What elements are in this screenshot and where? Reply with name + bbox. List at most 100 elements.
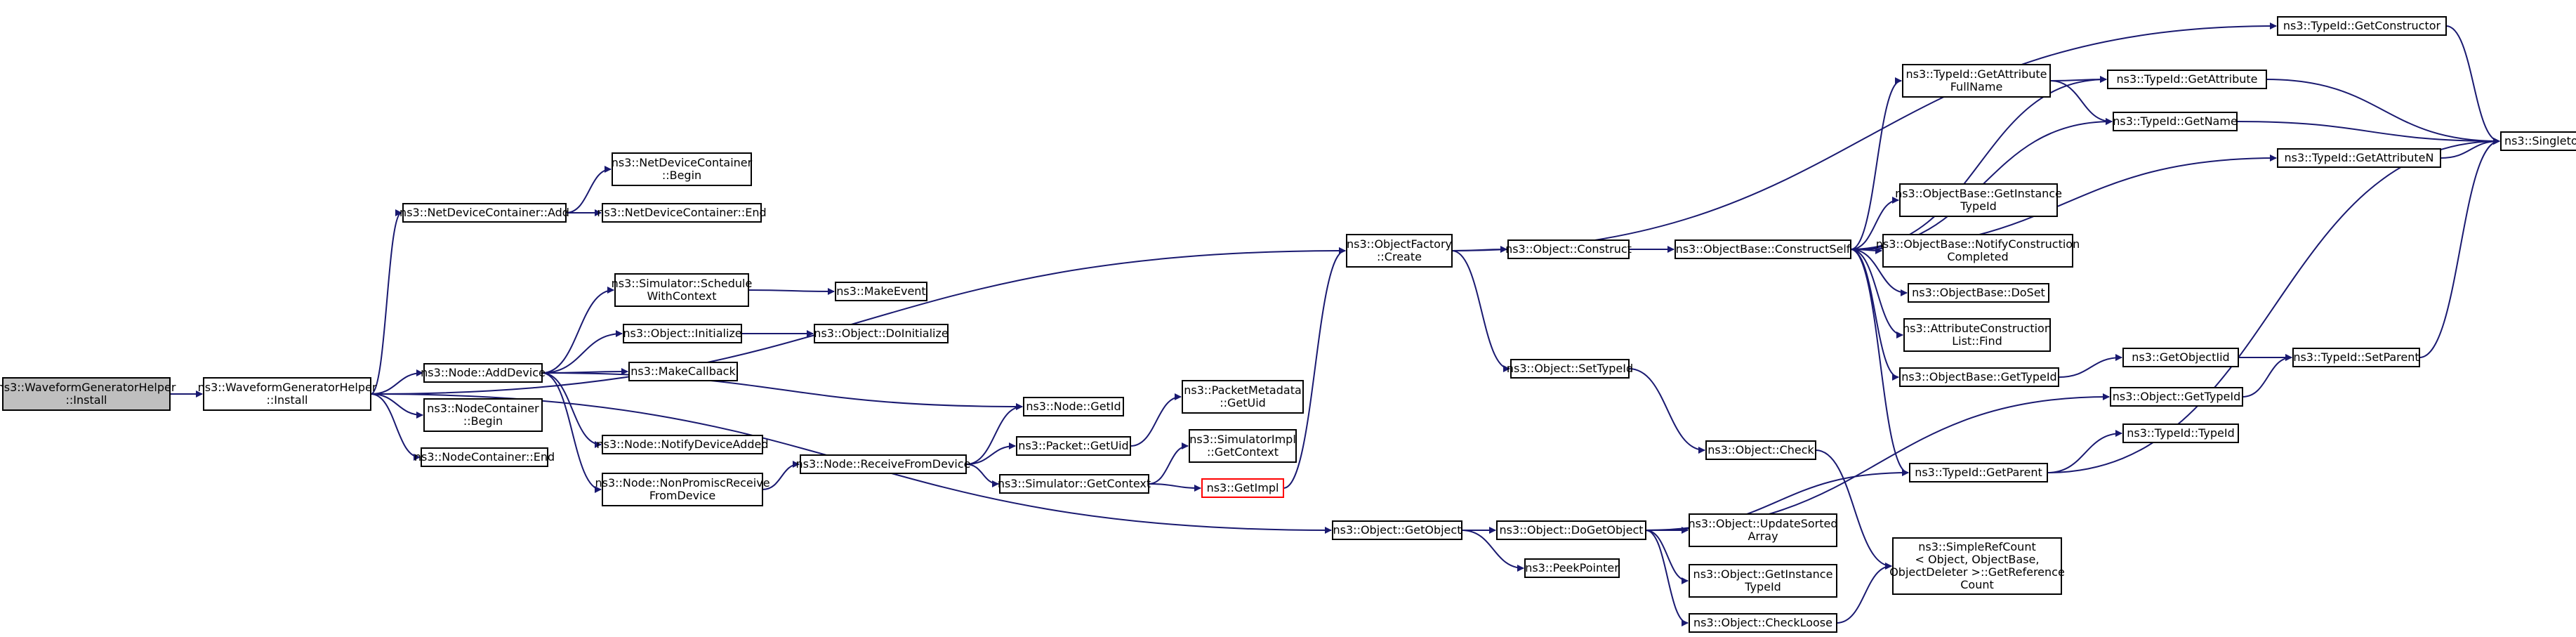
node-box xyxy=(1899,367,2059,387)
node-label: ::Install xyxy=(267,393,308,407)
node-box xyxy=(1882,234,2073,268)
node-typeid-setparent[interactable]: ns3::TypeId::SetParent xyxy=(2292,348,2420,367)
node-obj-getobject[interactable]: ns3::Object::GetObject xyxy=(1332,520,1462,540)
edge-objfactory_create-to-obj_settypeid xyxy=(1451,250,1510,372)
edge-node_recvfromdev-to-node_getid xyxy=(965,403,1023,465)
node-obj-initialize[interactable]: ns3::Object::Initialize xyxy=(623,324,742,343)
node-node-getid[interactable]: ns3::Node::GetId xyxy=(1023,397,1124,416)
node-ndc-begin[interactable]: ns3::NetDeviceContainer::Begin xyxy=(612,152,753,186)
node-objbase-gettypeid[interactable]: ns3::ObjectBase::GetTypeId xyxy=(1899,367,2059,387)
node-label: ::Create xyxy=(1377,250,1422,263)
node-obj-settypeid[interactable]: ns3::Object::SetTypeId xyxy=(1507,359,1633,379)
node-obj-gettypeid[interactable]: ns3::Object::GetTypeId xyxy=(2110,387,2243,407)
node-label: < Object, ObjectBase, xyxy=(1915,553,2040,566)
node-label: FullName xyxy=(1950,80,2003,93)
node-obj-construct[interactable]: ns3::Object::Construct xyxy=(1505,239,1632,259)
node-sim-getcontext[interactable]: ns3::Simulator::GetContext xyxy=(998,474,1151,494)
node-label: ns3::Node::AddDevice xyxy=(421,366,546,379)
node-node-recvfromdev[interactable]: ns3::Node::ReceiveFromDevice xyxy=(796,454,971,474)
node-objfactory-create[interactable]: ns3::ObjectFactory::Create xyxy=(1346,234,1453,268)
node-obj-checkloose[interactable]: ns3::Object::CheckLoose xyxy=(1689,613,1837,633)
node-typeid-getctor[interactable]: ns3::TypeId::GetConstructor xyxy=(2277,16,2447,36)
node-box xyxy=(1346,234,1453,268)
edge-packet_getuid-to-pktmeta_getuid xyxy=(1130,393,1182,447)
node-label: ns3::TypeId::GetAttribute xyxy=(2116,72,2257,86)
node-nc-begin[interactable]: ns3::NodeContainer::Begin xyxy=(423,398,543,432)
node-typeid-typeid[interactable]: ns3::TypeId::TypeId xyxy=(2122,423,2239,443)
node-label: ns3::Simulator::Schedule xyxy=(612,277,753,290)
node-box xyxy=(2277,16,2447,36)
node-nc-end[interactable]: ns3::NodeContainer::End xyxy=(414,447,555,467)
node-simimpl-getctx[interactable]: ns3::SimulatorImpl::GetContext xyxy=(1189,429,1297,463)
node-box xyxy=(1892,537,2062,595)
node-label: TypeId xyxy=(1744,580,1781,593)
edge-obj_checkloose-to-simplerefcount xyxy=(1836,563,1892,624)
node-ndc-add[interactable]: ns3::NetDeviceContainer::Add xyxy=(399,203,569,223)
node-typeid-getparent[interactable]: ns3::TypeId::GetParent xyxy=(1909,463,2048,482)
node-wgh-install-root[interactable]: ns3::WaveformGeneratorHelper::Install xyxy=(0,377,176,411)
node-getobjectiid[interactable]: ns3::GetObjectIid xyxy=(2122,348,2239,367)
node-objbase-doset[interactable]: ns3::ObjectBase::DoSet xyxy=(1908,283,2049,303)
node-wgh-install[interactable]: ns3::WaveformGeneratorHelper::Install xyxy=(198,377,377,411)
node-node-adddevice[interactable]: ns3::Node::AddDevice xyxy=(421,363,546,383)
edge-objbase_constructself-to-objbase_gettypeid xyxy=(1850,249,1899,381)
node-box xyxy=(1899,183,2058,217)
edge-ndc_add-to-ndc_begin xyxy=(565,166,612,214)
node-box xyxy=(2110,387,2243,407)
edge-getimpl-to-objfactory_create xyxy=(1283,247,1346,489)
node-obj-check[interactable]: ns3::Object::Check xyxy=(1705,440,1816,460)
node-box xyxy=(1689,613,1837,633)
node-box xyxy=(2122,348,2239,367)
edge-objbase_gettypeid-to-getobjectiid xyxy=(2058,354,2122,378)
edge-typeid_getattr-to-singleton_get xyxy=(2266,79,2500,145)
node-box xyxy=(1016,436,1131,456)
node-ndc-end[interactable]: ns3::NetDeviceContainer::End xyxy=(597,203,767,223)
node-typeid-getname[interactable]: ns3::TypeId::GetName xyxy=(2113,112,2238,131)
node-makeevent[interactable]: ns3::MakeEvent xyxy=(835,282,927,301)
node-box xyxy=(614,273,749,307)
node-obj-dogetobject[interactable]: ns3::Object::DoGetObject xyxy=(1496,520,1646,540)
node-peekpointer[interactable]: ns3::PeekPointer xyxy=(1524,558,1620,578)
edge-node_nonpromisc-to-node_recvfromdev xyxy=(762,461,800,490)
node-label: ns3::Simulator::GetContext xyxy=(998,477,1151,490)
node-label: List::Find xyxy=(1952,334,2002,348)
node-pktmeta-getuid[interactable]: ns3::PacketMetadata::GetUid xyxy=(1182,380,1304,414)
node-typeid-getattr[interactable]: ns3::TypeId::GetAttribute xyxy=(2107,70,2267,89)
edge-obj_check-to-simplerefcount xyxy=(1815,449,1892,570)
node-box xyxy=(1705,440,1816,460)
node-typeid-getattrn[interactable]: ns3::TypeId::GetAttributeN xyxy=(2277,148,2441,168)
node-label: Completed xyxy=(1947,250,2008,263)
node-label: Array xyxy=(1748,530,1778,543)
node-label: ns3::Object::GetTypeId xyxy=(2113,390,2240,403)
node-label: ns3::WaveformGeneratorHelper xyxy=(198,381,377,394)
node-box xyxy=(835,282,927,301)
node-obj-doinitialize[interactable]: ns3::Object::DoInitialize xyxy=(814,324,949,343)
node-packet-getuid[interactable]: ns3::Packet::GetUid xyxy=(1016,436,1131,456)
edge-sim_schedctx-to-makeevent xyxy=(748,287,835,295)
edge-node_recvfromdev-to-sim_getcontext xyxy=(965,464,999,487)
node-box xyxy=(2122,423,2239,443)
node-objbase-constructself[interactable]: ns3::ObjectBase::ConstructSelf xyxy=(1675,239,1851,259)
node-simplerefcount[interactable]: ns3::SimpleRefCount< Object, ObjectBase,… xyxy=(1889,537,2065,595)
node-node-notify[interactable]: ns3::Node::NotifyDeviceAdded xyxy=(597,435,769,454)
node-getimpl[interactable]: ns3::GetImpl xyxy=(1201,478,1284,498)
node-label: FromDevice xyxy=(649,489,715,502)
node-label: ns3::ObjectFactory xyxy=(1347,237,1452,251)
node-objbase-notify[interactable]: ns3::ObjectBase::NotifyConstructionCompl… xyxy=(1876,234,2080,268)
node-makecallback[interactable]: ns3::MakeCallback xyxy=(628,362,738,381)
node-box xyxy=(602,435,763,454)
node-label: ns3::Node::ReceiveFromDevice xyxy=(796,457,971,471)
edge-node_adddevice-to-node_getid xyxy=(541,372,1023,410)
node-label: ns3::Object::Construct xyxy=(1505,242,1632,256)
node-label: ns3::PeekPointer xyxy=(1525,561,1619,574)
node-box xyxy=(2277,148,2441,168)
node-label: ns3::TypeId::GetConstructor xyxy=(2283,19,2441,32)
